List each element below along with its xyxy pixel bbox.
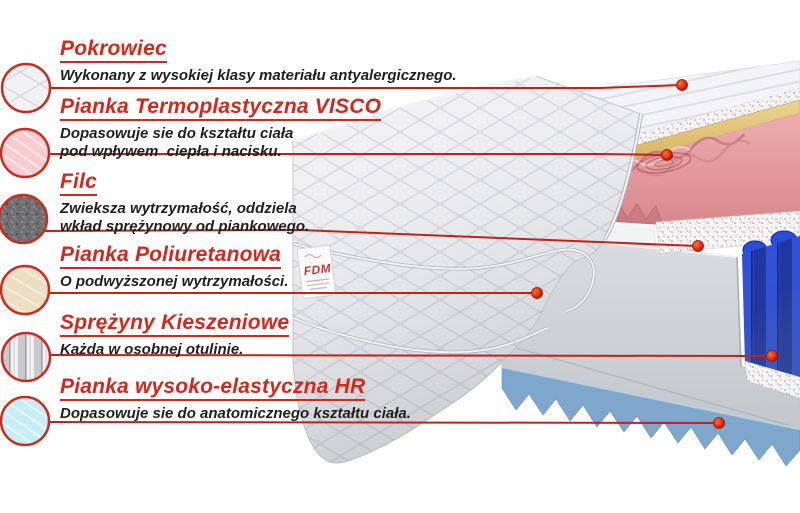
layer-heading-pokrowiec: Pokrowiec — [60, 38, 167, 63]
layer-entry-poliuretan: Pianka Poliuretanowa O podwyższonej wytr… — [60, 244, 288, 291]
layer-entry-visco: Pianka Termoplastyczna VISCO Dopasowuje … — [60, 96, 382, 161]
callout-line-pokrowiec — [49, 84, 682, 89]
layer-description: Wykonany z wysokiej klasy materiału anty… — [60, 67, 457, 84]
pocket-springs — [742, 230, 800, 381]
callout-line-hr — [48, 421, 719, 424]
layer-heading-hr: Pianka wysoko-elastyczna HR — [60, 376, 366, 401]
callout-dot-hr — [713, 417, 725, 429]
callout-dots — [531, 79, 778, 429]
layer-entry-hr: Pianka wysoko-elastyczna HR Dopasowuje s… — [60, 376, 411, 423]
layer-heading-poliuretan: Pianka Poliuretanowa — [60, 244, 282, 269]
layer-heading-filc: Filc — [60, 171, 97, 196]
quilted-cover-flap — [292, 75, 643, 464]
callout-dot-visco — [661, 149, 673, 161]
brand-tag: FDM — [296, 244, 337, 299]
brand-tag-label: FDM — [303, 261, 332, 278]
layer-description: O podwyższonej wytrzymałości. — [60, 273, 289, 290]
quilted-cover-swatch — [0, 62, 52, 114]
callout-lines — [43, 84, 772, 424]
layer-description: Każda w osobnej otulinie. — [60, 341, 244, 358]
hr-foam-zigzag — [501, 365, 800, 467]
visco-foam-swatch — [0, 127, 51, 179]
callout-line-visco — [48, 153, 667, 156]
layer-description: Zwieksza wytrzymałość, oddziela wkład sp… — [60, 200, 310, 235]
callout-line-sprezyny — [49, 354, 772, 357]
layer-heading-visco: Pianka Termoplastyczna VISCO — [60, 96, 382, 121]
under-springs-fleece — [745, 361, 800, 398]
callout-dot-poliuretan — [531, 287, 543, 299]
callout-line-filc — [43, 228, 698, 247]
layer-description: Dopasowuje sie do anatomicznego kształtu… — [60, 405, 411, 422]
layer-entry-filc: Filc Zwieksza wytrzymałość, oddziela wkł… — [60, 171, 309, 236]
layer-description: Dopasowuje sie do kształtu ciała pod wpł… — [60, 125, 294, 160]
layer-entry-sprezyny: Sprężyny Kieszeniowe Każda w osobnej otu… — [60, 312, 290, 359]
callout-dot-filc — [692, 240, 704, 252]
callout-dot-sprezyny — [766, 350, 778, 362]
callout-dot-pokrowiec — [676, 79, 688, 91]
felt-layer — [655, 210, 800, 254]
pocket-springs-swatch — [0, 331, 52, 383]
layer-entry-pokrowiec: Pokrowiec Wykonany z wysokiej klasy mate… — [60, 38, 457, 85]
hr-foam-swatch — [0, 395, 51, 447]
layer-heading-sprezyny: Sprężyny Kieszeniowe — [60, 312, 290, 337]
felt-swatch — [0, 193, 49, 245]
material-swatches — [0, 62, 52, 447]
polyurethane-foam-swatch — [0, 264, 51, 316]
